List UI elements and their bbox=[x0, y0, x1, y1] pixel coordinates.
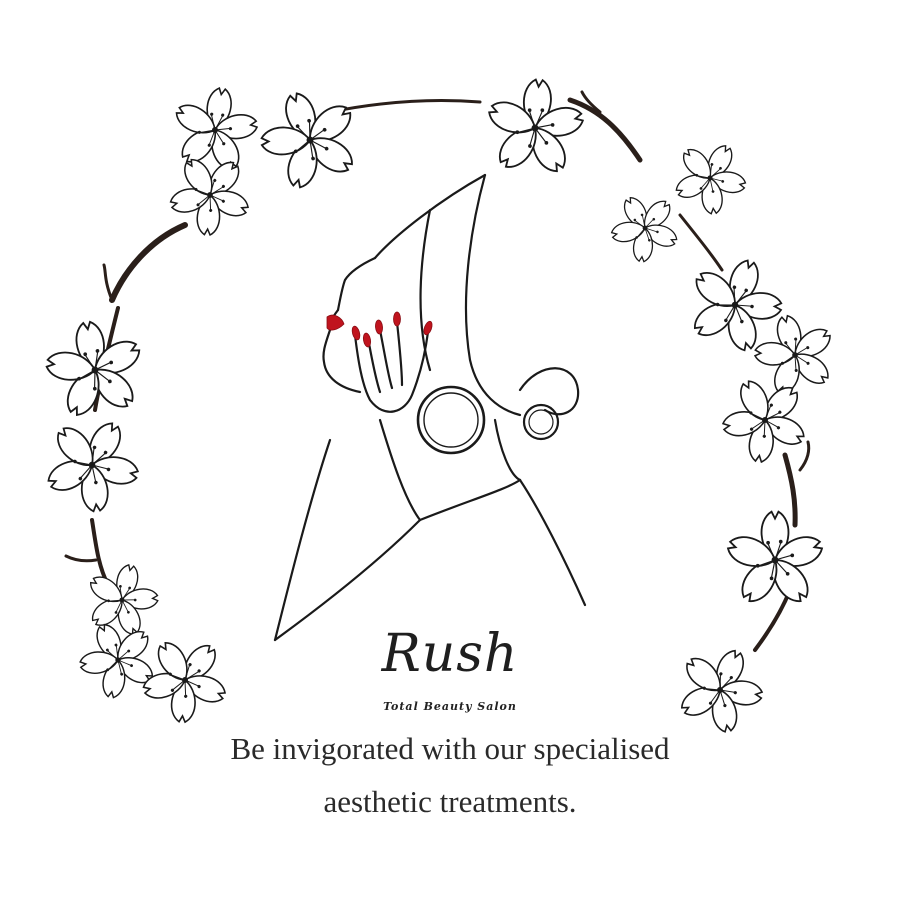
nail bbox=[375, 319, 383, 335]
blossom bbox=[661, 129, 760, 227]
nail bbox=[351, 325, 361, 341]
lips bbox=[326, 314, 345, 331]
nail bbox=[393, 311, 401, 327]
brand-subtitle: Total Beauty Salon bbox=[383, 700, 517, 713]
woman-profile bbox=[273, 173, 587, 642]
blossom bbox=[481, 76, 589, 180]
blossom bbox=[246, 77, 373, 201]
nail bbox=[362, 332, 372, 348]
nail bbox=[423, 320, 433, 336]
blossom bbox=[165, 81, 265, 178]
blossom bbox=[28, 401, 157, 528]
blossom bbox=[725, 512, 825, 607]
red-nails-and-lips bbox=[326, 311, 433, 348]
tagline-line-2: aesthetic treatments. bbox=[323, 784, 577, 819]
tagline-line-1: Be invigorated with our specialised bbox=[230, 731, 670, 766]
brand-logo-text: Rush bbox=[381, 624, 519, 684]
blossom bbox=[598, 181, 692, 273]
